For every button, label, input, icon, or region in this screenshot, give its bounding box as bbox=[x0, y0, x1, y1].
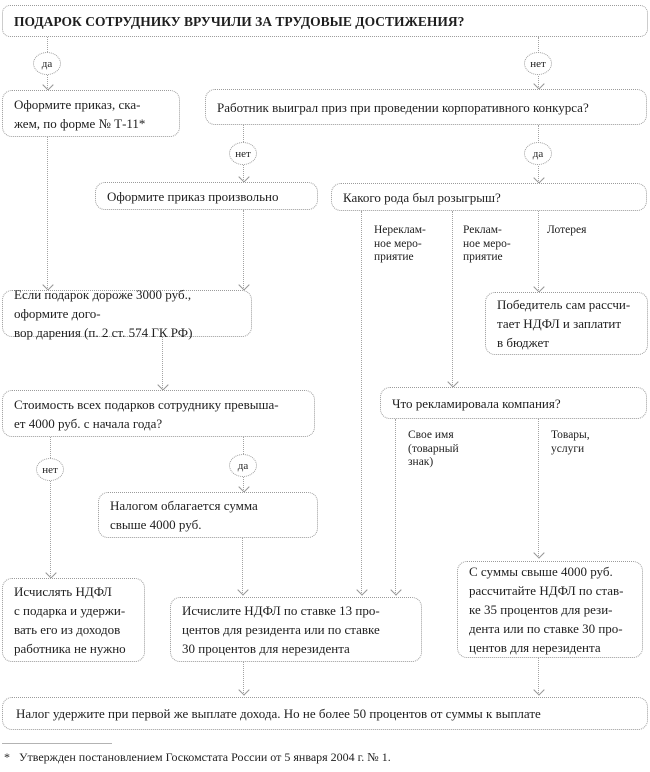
footnote-text: Утвержден постановлением Госкомстата Рос… bbox=[19, 750, 391, 764]
node-withhold-rule: Налог удержите при первой же выплате дох… bbox=[2, 697, 648, 730]
edge-label-no-contest: нет bbox=[229, 142, 257, 165]
node-title-question: ПОДАРОК СОТРУДНИКУ ВРУЧИЛИ ЗА ТРУДОВЫЕ Д… bbox=[2, 5, 648, 37]
edge-gift3000-to-total4000 bbox=[162, 337, 163, 388]
footnote-marker: * bbox=[4, 750, 10, 764]
branch-label-ad-event: Реклам- ное меро- приятие bbox=[463, 224, 511, 263]
node-no-ndfl-needed: Исчислять НДФЛ с подарка и удержи- вать … bbox=[2, 578, 145, 662]
edge-lottery-to-winner bbox=[538, 211, 539, 290]
footnote-divider bbox=[2, 743, 112, 744]
edge-label-yes-total: да bbox=[229, 454, 257, 477]
node-company-ad-question: Что рекламировала компания? bbox=[380, 387, 647, 419]
edge-taxable-to-ndfl13 bbox=[242, 538, 243, 593]
branch-label-non-ad-event: Нереклам- ное меро- приятие bbox=[374, 224, 426, 263]
node-winner-pays-himself: Победитель сам рассчи- тает НДФЛ и запла… bbox=[485, 292, 648, 355]
edge-non-ad-to-ndfl13 bbox=[361, 211, 362, 593]
node-gift-over-3000: Если подарок дороже 3000 руб., оформите … bbox=[2, 287, 252, 340]
node-draw-type-question: Какого рода был розыгрыш? bbox=[331, 183, 647, 211]
edge-ndfl13-to-withhold bbox=[243, 662, 244, 693]
node-order-form-t11: Оформите приказ, ска- жем, по форме № Т-… bbox=[2, 90, 180, 137]
branch-label-lottery: Лотерея bbox=[547, 224, 587, 236]
edge-total-no-to-no-ndfl bbox=[50, 437, 51, 576]
edge-label-yes-contest: да bbox=[524, 142, 552, 165]
edge-goods-to-ndfl35 bbox=[538, 419, 539, 556]
branch-label-own-name: Свое имя (товарный знак) bbox=[408, 429, 459, 468]
edge-order-free-to-gift3000 bbox=[243, 210, 244, 288]
footnote: * Утвержден постановлением Госкомстата Р… bbox=[4, 750, 391, 765]
node-ndfl-13-30: Исчислите НДФЛ по ставке 13 про- центов … bbox=[170, 597, 422, 662]
edge-ad-event-to-company bbox=[452, 211, 453, 385]
node-ndfl-35-30: С суммы свыше 4000 руб. рассчитайте НДФЛ… bbox=[457, 561, 643, 658]
edge-label-yes-top: да bbox=[33, 52, 61, 75]
node-taxable-over-4000: Налогом облагается сумма свыше 4000 руб. bbox=[98, 492, 318, 538]
edge-order-t11-to-gift3000 bbox=[47, 137, 48, 288]
edge-own-name-to-ndfl13 bbox=[395, 419, 396, 593]
node-total-over-4000-question: Стоимость всех подарков сотруднику превы… bbox=[2, 390, 315, 437]
node-order-free-form: Оформите приказ произвольно bbox=[95, 182, 318, 210]
edge-label-no-total: нет bbox=[36, 458, 64, 481]
node-contest-question: Работник выиграл приз при проведении кор… bbox=[205, 89, 647, 125]
branch-label-goods-services: Товары, услуги bbox=[551, 429, 590, 455]
edge-ndfl35-to-withhold bbox=[538, 658, 539, 693]
edge-label-no-top: нет bbox=[524, 52, 552, 75]
